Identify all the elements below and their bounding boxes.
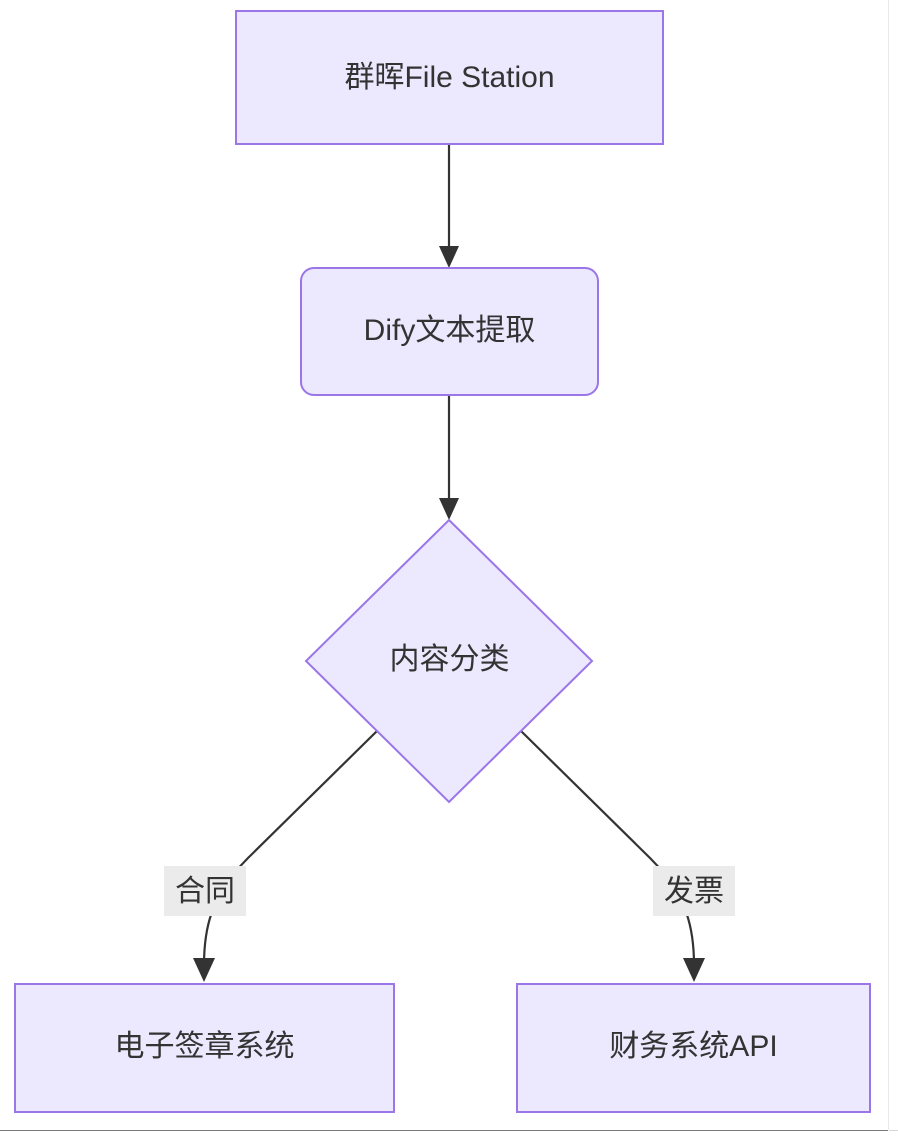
edge-classify-to-finance (520, 730, 705, 982)
edge-label-background (653, 866, 735, 916)
edge-label-background (164, 866, 246, 916)
arrowhead-icon (439, 498, 459, 520)
node-label: 电子签章系统 (115, 1030, 295, 1063)
node-dify-text-extraction[interactable]: Dify文本提取 (300, 267, 599, 396)
edge-label-text: 合同 (175, 875, 235, 908)
edge-extract-to-classify (439, 395, 459, 520)
arrowhead-icon (193, 958, 215, 982)
edge-line (202, 730, 378, 966)
edge-classify-to-esign (193, 730, 378, 982)
edge-label-invoice: 发票 (653, 866, 735, 916)
canvas-right-border (888, 0, 889, 1130)
edge-label-contract: 合同 (164, 866, 246, 916)
edge-label-text: 发票 (664, 875, 724, 908)
node-shape-rectangle (516, 983, 871, 1113)
node-shape-rectangle (235, 10, 664, 145)
node-shape-rounded-rectangle (300, 267, 599, 396)
edge-source-to-extract (439, 145, 459, 268)
node-content-classification[interactable]: 内容分类 (304, 518, 594, 804)
node-shape-diamond (304, 518, 594, 804)
canvas-bottom-border (0, 1130, 888, 1131)
node-finance-system-api[interactable]: 财务系统API (516, 983, 871, 1113)
node-label: 财务系统API (609, 1030, 777, 1063)
node-synology-file-station[interactable]: 群晖File Station (235, 10, 664, 145)
node-electronic-signature-system[interactable]: 电子签章系统 (14, 983, 395, 1113)
node-label: 群晖File Station (344, 61, 554, 94)
arrowhead-icon (439, 246, 459, 268)
node-label: 内容分类 (390, 643, 510, 676)
node-shape-rectangle (14, 983, 395, 1113)
node-label: Dify文本提取 (364, 314, 536, 347)
canvas-bottom-border-right (889, 1130, 898, 1131)
arrowhead-icon (683, 958, 705, 982)
edge-line (520, 730, 696, 966)
